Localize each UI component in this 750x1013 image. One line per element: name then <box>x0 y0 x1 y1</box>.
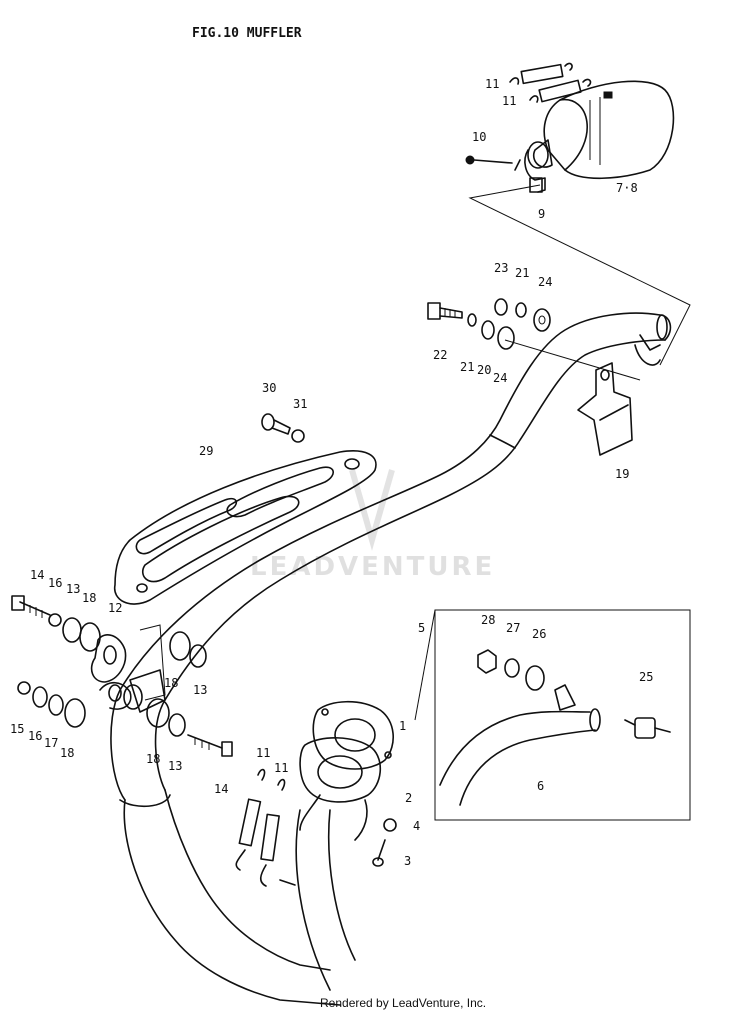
label-7-8: 7·8 <box>616 181 638 195</box>
label-15: 15 <box>10 722 24 736</box>
label-24-b: 24 <box>493 371 507 385</box>
label-3: 3 <box>404 854 411 868</box>
label-6: 6 <box>537 779 544 793</box>
exhaust-pipe-5 <box>110 312 672 1006</box>
label-19: 19 <box>615 467 629 481</box>
label-17: 17 <box>44 736 58 750</box>
bolt-30-washer-31 <box>261 413 305 443</box>
label-24-a: 24 <box>538 275 552 289</box>
label-14-b: 14 <box>214 782 228 796</box>
label-13-b: 13 <box>193 683 207 697</box>
inset-washer-27 <box>504 658 520 678</box>
bolt-22-hardware <box>427 298 551 350</box>
label-26: 26 <box>532 627 546 641</box>
inset-washer-26 <box>525 665 545 691</box>
label-21-a: 21 <box>515 266 529 280</box>
label-11-b: 11 <box>502 94 516 108</box>
mount-bracket-12 <box>11 595 233 757</box>
label-1: 1 <box>399 719 406 733</box>
label-11-c: 11 <box>256 746 270 760</box>
label-11-a: 11 <box>485 77 499 91</box>
label-14-a: 14 <box>30 568 44 582</box>
label-16-a: 16 <box>48 576 62 590</box>
spring-11-top <box>509 62 592 103</box>
silencer-7-8 <box>527 80 675 180</box>
label-18-d: 18 <box>60 746 74 760</box>
label-21-b: 21 <box>460 360 474 374</box>
label-11-d: 11 <box>274 761 288 775</box>
inset-box <box>414 609 691 821</box>
label-9: 9 <box>538 207 545 221</box>
label-18-c: 18 <box>146 752 160 766</box>
label-27: 27 <box>506 621 520 635</box>
label-30: 30 <box>262 381 276 395</box>
label-18-b: 18 <box>164 676 178 690</box>
label-18-a: 18 <box>82 591 96 605</box>
label-12: 12 <box>108 601 122 615</box>
inset-nut-28 <box>477 649 497 674</box>
assembly-leader-line <box>468 184 691 366</box>
part-labels: 1 2 3 4 5 6 7·8 9 10 11 11 11 11 12 13 1… <box>10 77 653 868</box>
label-22: 22 <box>433 348 447 362</box>
label-31: 31 <box>293 397 307 411</box>
spring-11-lower <box>235 768 296 887</box>
exhaust-flange-1-2 <box>299 700 397 867</box>
label-28: 28 <box>481 613 495 627</box>
watermark-text: LEADVENTURE <box>250 552 495 582</box>
label-20: 20 <box>477 363 491 377</box>
heat-shield-29 <box>114 450 377 605</box>
label-2: 2 <box>405 791 412 805</box>
leadventure-watermark: LEADVENTURE <box>250 469 495 582</box>
label-23: 23 <box>494 261 508 275</box>
label-16-b: 16 <box>28 729 42 743</box>
inset-damper-25 <box>624 717 671 739</box>
label-13-c: 13 <box>168 759 182 773</box>
label-25: 25 <box>639 670 653 684</box>
bracket-19 <box>577 362 633 456</box>
label-13-a: 13 <box>66 582 80 596</box>
inset-pipe-6 <box>439 684 601 806</box>
clamp-9-bolt-10 <box>465 149 546 193</box>
inset-frame <box>434 609 691 821</box>
label-4: 4 <box>413 819 420 833</box>
figure-title: FIG.10 MUFFLER <box>192 26 302 41</box>
washer-leader-line <box>504 339 641 381</box>
label-5: 5 <box>418 621 425 635</box>
label-10: 10 <box>472 130 486 144</box>
label-29: 29 <box>199 444 213 458</box>
footer-credit: Rendered by LeadVenture, Inc. <box>320 996 486 1010</box>
